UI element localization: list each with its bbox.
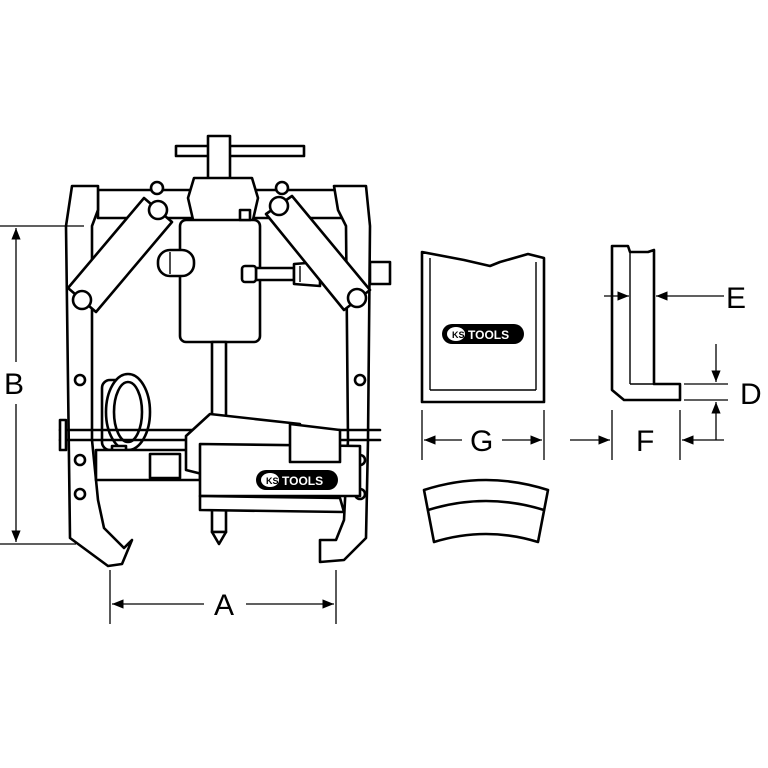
dimension-e: E	[604, 282, 746, 315]
ks-tools-logo-jaw: KS TOOLS	[442, 324, 524, 344]
ks-tools-logo-cylinder: KS TOOLS	[256, 470, 338, 490]
jaw-insert-side	[610, 244, 682, 402]
left-link	[66, 196, 174, 314]
svg-text:KS: KS	[452, 330, 465, 340]
label-b: B	[4, 368, 24, 401]
spindle-housing	[156, 208, 322, 344]
svg-text:KS: KS	[266, 476, 279, 486]
right-link	[264, 194, 372, 312]
svg-text:TOOLS: TOOLS	[468, 328, 509, 342]
dimension-d: D	[684, 344, 762, 440]
svg-text:TOOLS: TOOLS	[282, 474, 323, 488]
jaw-insert-curved	[422, 478, 550, 544]
label-d: D	[740, 378, 762, 411]
label-f: F	[636, 425, 654, 458]
dimension-g: G	[421, 410, 545, 460]
dimension-a: A	[109, 570, 337, 624]
dimension-f: F	[570, 410, 724, 460]
label-e: E	[726, 282, 746, 315]
label-a: A	[214, 589, 234, 622]
dimension-b: B	[0, 225, 84, 545]
puller-assembly: KS TOOLS	[58, 134, 392, 568]
hydraulic-cylinder: KS TOOLS	[94, 412, 362, 514]
jaw-insert-front: KS TOOLS	[420, 250, 546, 404]
label-g: G	[470, 425, 493, 458]
